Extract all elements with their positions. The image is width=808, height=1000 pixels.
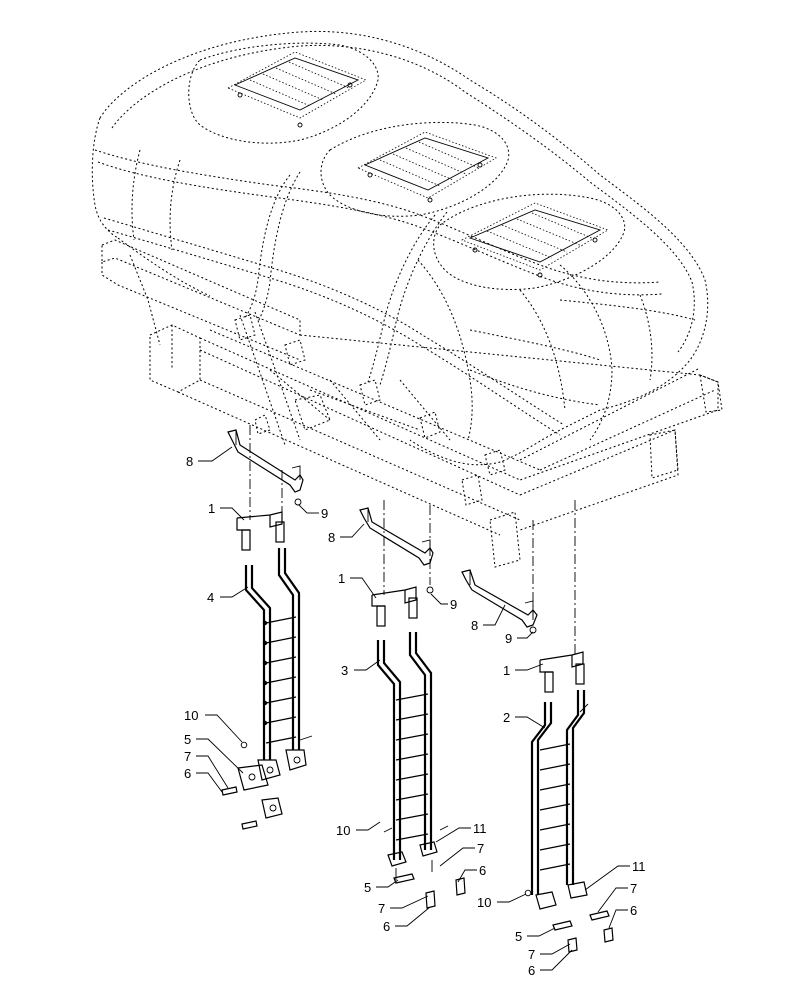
callout-5: 5 bbox=[184, 732, 191, 747]
callout-6: 6 bbox=[184, 766, 191, 781]
callout-1: 1 bbox=[208, 501, 215, 516]
frame-phantom bbox=[101, 239, 723, 568]
callout-6: 6 bbox=[630, 903, 637, 918]
callout-7: 7 bbox=[528, 947, 535, 962]
callout-7: 7 bbox=[477, 841, 484, 856]
callout-6: 6 bbox=[528, 963, 535, 978]
sleeve-1-c bbox=[539, 651, 585, 693]
callout-3: 3 bbox=[341, 663, 348, 678]
callout-5: 5 bbox=[515, 929, 522, 944]
callout-10: 10 bbox=[336, 823, 350, 838]
callout-6: 6 bbox=[383, 919, 390, 934]
callout-1: 1 bbox=[503, 663, 510, 678]
leader-lines bbox=[196, 446, 630, 971]
callout-7: 7 bbox=[184, 749, 191, 764]
callout-11: 11 bbox=[632, 859, 646, 874]
ladder-3 bbox=[376, 632, 466, 909]
screw-9 bbox=[294, 498, 537, 634]
callout-8: 8 bbox=[186, 454, 193, 469]
bracket-8-b bbox=[359, 507, 434, 566]
callout-9: 9 bbox=[321, 506, 328, 521]
bracket-8-a bbox=[227, 429, 304, 493]
sleeve-1-b bbox=[371, 586, 418, 627]
callout-7: 7 bbox=[378, 901, 385, 916]
callout-9: 9 bbox=[505, 631, 512, 646]
callout-5: 5 bbox=[364, 880, 371, 895]
callout-labels: 8 9 1 4 8 1 9 3 8 9 1 2 10 5 7 6 10 11 7… bbox=[184, 454, 646, 978]
callout-4: 4 bbox=[207, 590, 214, 605]
bracket-8-c bbox=[461, 569, 538, 628]
sleeve-1-a bbox=[236, 511, 285, 551]
callout-9: 9 bbox=[450, 597, 457, 612]
callout-11: 11 bbox=[473, 821, 487, 836]
callout-6: 6 bbox=[479, 863, 486, 878]
callout-1: 1 bbox=[338, 571, 345, 586]
callout-8: 8 bbox=[471, 618, 478, 633]
callout-7: 7 bbox=[630, 881, 637, 896]
callout-10: 10 bbox=[184, 708, 198, 723]
callout-8: 8 bbox=[328, 530, 335, 545]
tank-phantom bbox=[91, 30, 709, 466]
callout-2: 2 bbox=[503, 710, 510, 725]
callout-10: 10 bbox=[477, 895, 491, 910]
ladder-2 bbox=[524, 690, 614, 953]
ladder-4 bbox=[221, 548, 313, 830]
